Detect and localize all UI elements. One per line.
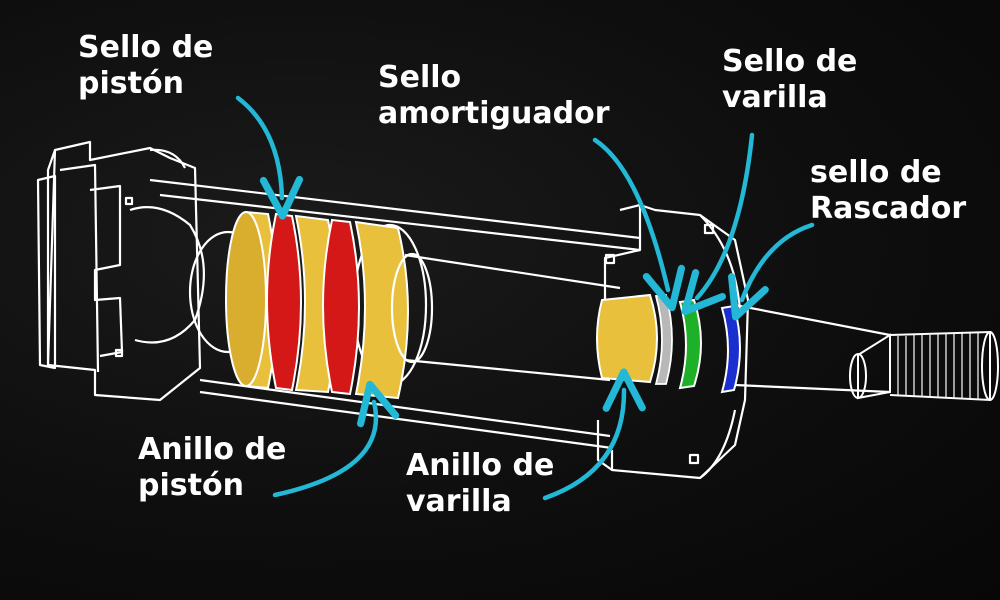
label-rod-ring-line1: Anillo de	[406, 448, 555, 483]
label-wiper-seal-line1: sello de	[810, 155, 942, 190]
arrow-rod-ring	[542, 368, 646, 501]
cushion-seal	[654, 294, 673, 385]
rod-thread	[849, 330, 999, 402]
arrow-rod-seal	[681, 132, 755, 316]
piston-assembly	[225, 210, 409, 400]
rod-ring	[596, 293, 658, 384]
label-wiper-seal-line2: Rascador	[810, 191, 967, 226]
arrow-piston-ring	[272, 380, 400, 498]
label-wiper-seal: sello de Rascador	[810, 155, 966, 227]
label-piston-ring: Anillo de pistón	[138, 432, 286, 504]
label-cushion-seal-line1: Sello	[378, 60, 462, 95]
label-rod-seal-line1: Sello de	[722, 44, 858, 79]
label-rod-ring-line2: varilla	[406, 484, 512, 519]
wiper-seal	[720, 304, 741, 394]
gland-seals	[596, 293, 741, 394]
label-piston-ring-line1: Anillo de	[138, 432, 287, 467]
label-piston-seal-line1: Sello de	[78, 30, 214, 65]
piston-ring-right	[354, 220, 409, 400]
arrow-cushion-seal	[592, 137, 686, 312]
rear-end-cap	[36, 140, 205, 402]
label-rod-ring: Anillo de varilla	[406, 448, 554, 520]
piston-seal-right	[322, 218, 360, 396]
arrow-piston-seal	[235, 95, 304, 220]
arrow-wiper-seal	[728, 222, 815, 321]
rod-seal	[678, 298, 702, 390]
label-piston-seal: Sello de pistón	[78, 30, 213, 102]
label-cushion-seal: Sello amortiguador	[378, 60, 610, 132]
callout-arrows	[235, 95, 815, 501]
label-piston-ring-line2: pistón	[138, 468, 244, 503]
label-cushion-seal-line2: amortiguador	[378, 96, 610, 131]
cylinder-barrel	[149, 178, 641, 450]
label-rod-seal-line2: varilla	[722, 80, 828, 115]
label-rod-seal: Sello de varilla	[722, 44, 857, 116]
label-piston-seal-line2: pistón	[78, 66, 184, 101]
piston-seal-left	[266, 212, 302, 392]
